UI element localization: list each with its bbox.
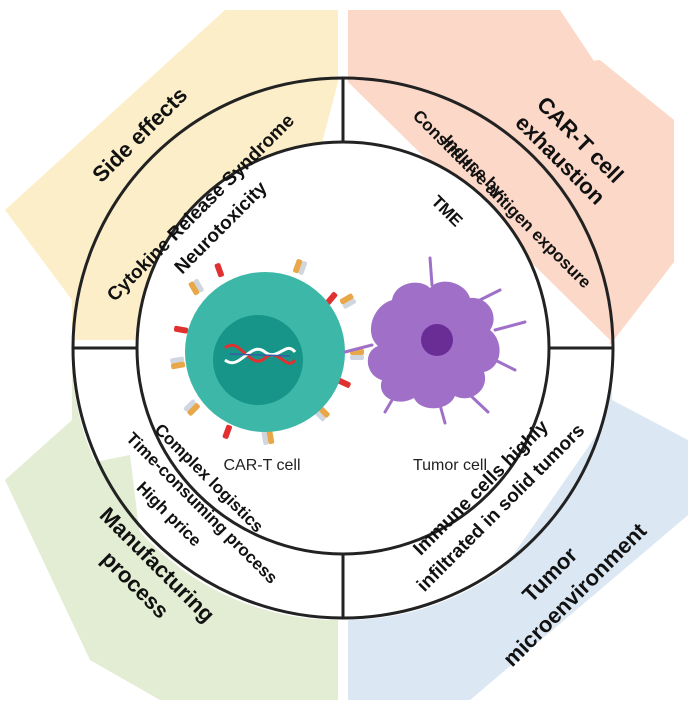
dna-strand-icon bbox=[224, 343, 297, 365]
car-receptors bbox=[170, 259, 364, 445]
exhaustion-arrow-tip bbox=[555, 38, 674, 262]
manufacturing-band bbox=[5, 356, 338, 700]
quadrant-microenvironment bbox=[348, 356, 688, 700]
microenvironment-arrow-tip bbox=[440, 430, 688, 700]
tumor-cell-label: Tumor cell bbox=[413, 457, 487, 474]
car-t-cell-illustration: CAR-T cell bbox=[170, 259, 364, 474]
tumor-cell-illustration: Tumor cell bbox=[343, 256, 527, 474]
manufacturing-arrow-tip bbox=[5, 455, 160, 700]
side-effects-band bbox=[72, 10, 338, 340]
car-t-cell-label: CAR-T cell bbox=[223, 457, 300, 474]
quadrant-manufacturing bbox=[5, 356, 338, 700]
tumor-cell-nucleus bbox=[421, 324, 453, 356]
tumor-spikes bbox=[343, 256, 527, 425]
